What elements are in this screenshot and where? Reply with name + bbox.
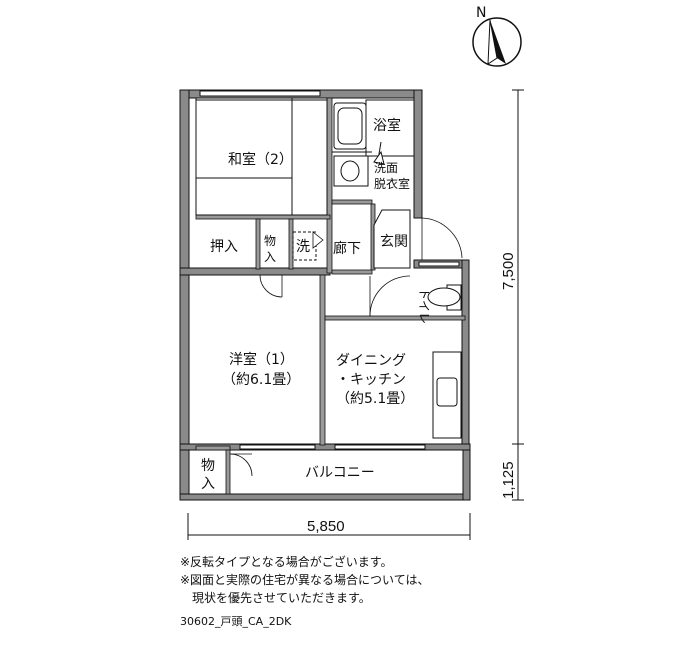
compass-north-label: N xyxy=(476,5,486,21)
plan-code: 30602_戸頭_CA_2DK xyxy=(180,615,292,628)
note-line-2: ※図面と実際の住宅が異なる場合については、 xyxy=(180,573,430,587)
room-dk-3: （約5.1畳） xyxy=(336,391,414,407)
room-toilet: トイレ xyxy=(417,288,431,324)
room-oshiire: 押入 xyxy=(210,239,238,255)
toilet-icon xyxy=(427,284,462,311)
room-dk-1: ダイニング xyxy=(336,353,406,369)
wash-basin-icon xyxy=(332,151,372,187)
room-roka: 廊下 xyxy=(333,240,361,257)
doors xyxy=(229,217,463,477)
room-senmen-1: 洗面 xyxy=(374,161,398,175)
room-senmen-2: 脱衣室 xyxy=(374,176,410,191)
room-mono1-2: 入 xyxy=(264,250,276,264)
room-mono1-1: 物 xyxy=(264,234,276,248)
room-sentaku: 洗 xyxy=(296,239,310,255)
room-dk-2: ・キッチン xyxy=(336,372,406,388)
dimension-depth-balcony: 1,125 xyxy=(500,461,517,499)
kitchen-counter-icon xyxy=(432,351,462,439)
room-washitsu: 和室（2） xyxy=(228,151,293,168)
room-balcony: バルコニー xyxy=(305,465,375,481)
genkan-step xyxy=(373,209,411,269)
room-mono2-2: 入 xyxy=(201,476,215,492)
dimension-depth-main: 7,500 xyxy=(500,252,517,290)
room-yoshitsu-2: （約6.1畳） xyxy=(222,372,300,388)
note-line-3: 現状を優先させていただきます。 xyxy=(180,591,371,605)
dimension-width: 5,850 xyxy=(307,518,345,535)
dimension-lines xyxy=(187,89,524,540)
note-line-1: ※反転タイプとなる場合がございます。 xyxy=(180,555,393,569)
room-yoshitsu-1: 洋室（1） xyxy=(229,351,294,368)
washitsu-details xyxy=(195,97,328,216)
room-mono2-1: 物 xyxy=(201,458,215,474)
bathtub-icon xyxy=(333,99,415,165)
compass-icon xyxy=(472,17,522,67)
room-genkan: 玄関 xyxy=(380,233,408,250)
windows xyxy=(199,90,460,450)
room-bath: 浴室 xyxy=(373,117,401,134)
